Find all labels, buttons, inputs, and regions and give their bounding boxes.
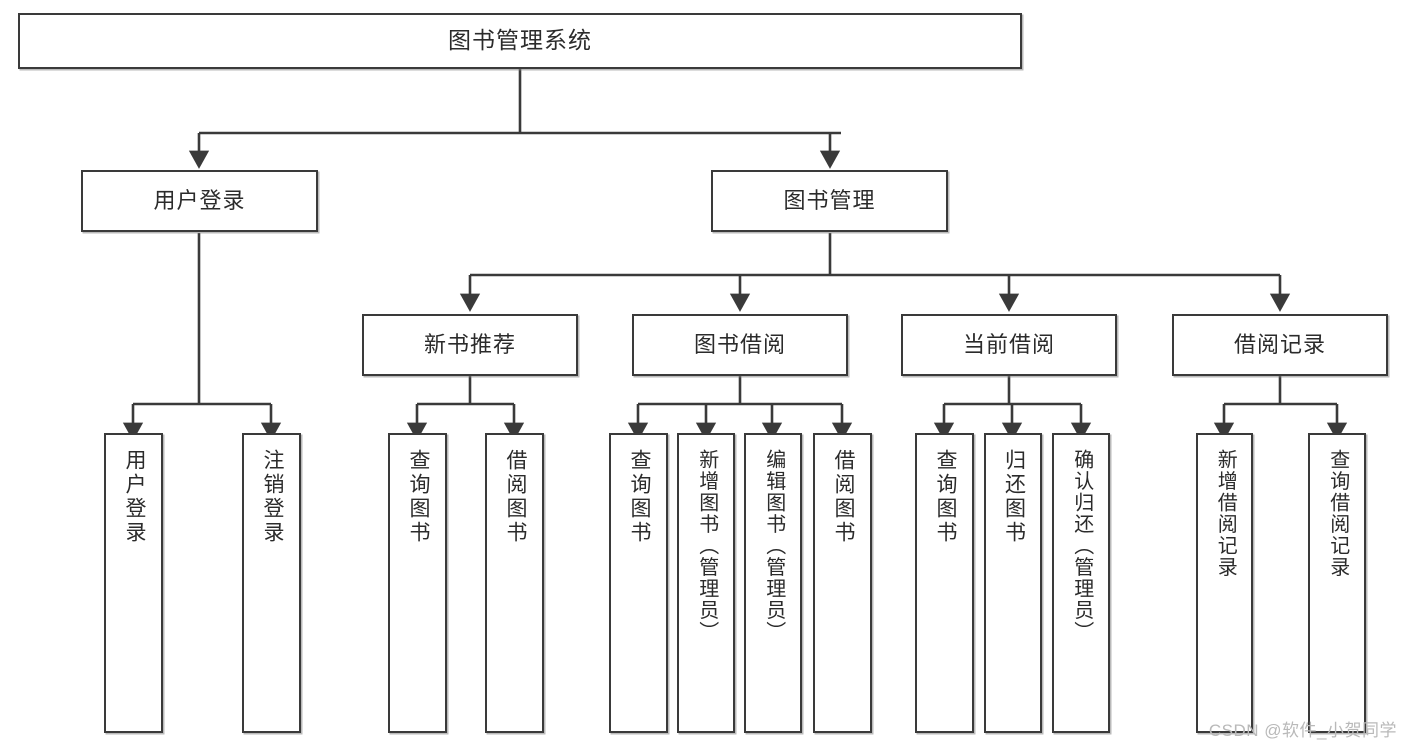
node-leaf-user-login[interactable]: 用户登录 [104,433,163,733]
node-leaf-query-book-3[interactable]: 查询图书 [915,433,974,733]
node-leaf-query-record-label: 查询借阅记录 [1326,449,1349,578]
node-root-system[interactable]: 图书管理系统 [18,13,1022,69]
node-current-borrow[interactable]: 当前借阅 [901,314,1117,376]
node-leaf-borrow-book-1[interactable]: 借阅图书 [485,433,544,733]
node-user-login[interactable]: 用户登录 [81,170,318,232]
csdn-watermark: CSDN @软件_小贺同学 [1208,721,1397,740]
node-leaf-query-book-3-label: 查询图书 [933,449,957,545]
node-leaf-query-record[interactable]: 查询借阅记录 [1308,433,1366,733]
node-leaf-return-book[interactable]: 归还图书 [984,433,1042,733]
node-leaf-add-record-label: 新增借阅记录 [1214,449,1237,578]
node-leaf-confirm-return-label: 确认归还（管理员） [1070,449,1093,643]
node-leaf-add-book-label: 新增图书（管理员） [695,449,718,643]
node-leaf-borrow-book-2-label: 借阅图书 [831,449,855,545]
node-leaf-borrow-book-2[interactable]: 借阅图书 [813,433,872,733]
node-new-book-rec-label: 新书推荐 [423,332,516,358]
node-leaf-user-login-label: 用户登录 [122,449,146,545]
node-book-manage[interactable]: 图书管理 [711,170,948,232]
node-leaf-edit-book-label: 编辑图书（管理员） [762,449,785,643]
node-leaf-query-book-2[interactable]: 查询图书 [609,433,668,733]
node-book-manage-label: 图书管理 [783,188,876,214]
node-root-system-label: 图书管理系统 [448,27,592,54]
node-leaf-user-logout[interactable]: 注销登录 [242,433,301,733]
node-leaf-add-book[interactable]: 新增图书（管理员） [677,433,735,733]
node-leaf-query-book-1-label: 查询图书 [406,449,430,545]
node-leaf-query-book-2-label: 查询图书 [627,449,651,545]
node-book-borrow[interactable]: 图书借阅 [632,314,848,376]
node-new-book-rec[interactable]: 新书推荐 [362,314,578,376]
node-user-login-label: 用户登录 [153,188,246,214]
node-leaf-add-record[interactable]: 新增借阅记录 [1196,433,1253,733]
node-borrow-record[interactable]: 借阅记录 [1172,314,1388,376]
node-leaf-confirm-return[interactable]: 确认归还（管理员） [1052,433,1110,733]
node-leaf-borrow-book-1-label: 借阅图书 [503,449,527,545]
node-leaf-query-book-1[interactable]: 查询图书 [388,433,447,733]
node-leaf-return-book-label: 归还图书 [1002,449,1026,545]
node-book-borrow-label: 图书借阅 [693,332,786,358]
node-leaf-user-logout-label: 注销登录 [260,449,284,545]
node-leaf-edit-book[interactable]: 编辑图书（管理员） [744,433,802,733]
node-borrow-record-label: 借阅记录 [1233,332,1326,358]
node-current-borrow-label: 当前借阅 [962,332,1055,358]
